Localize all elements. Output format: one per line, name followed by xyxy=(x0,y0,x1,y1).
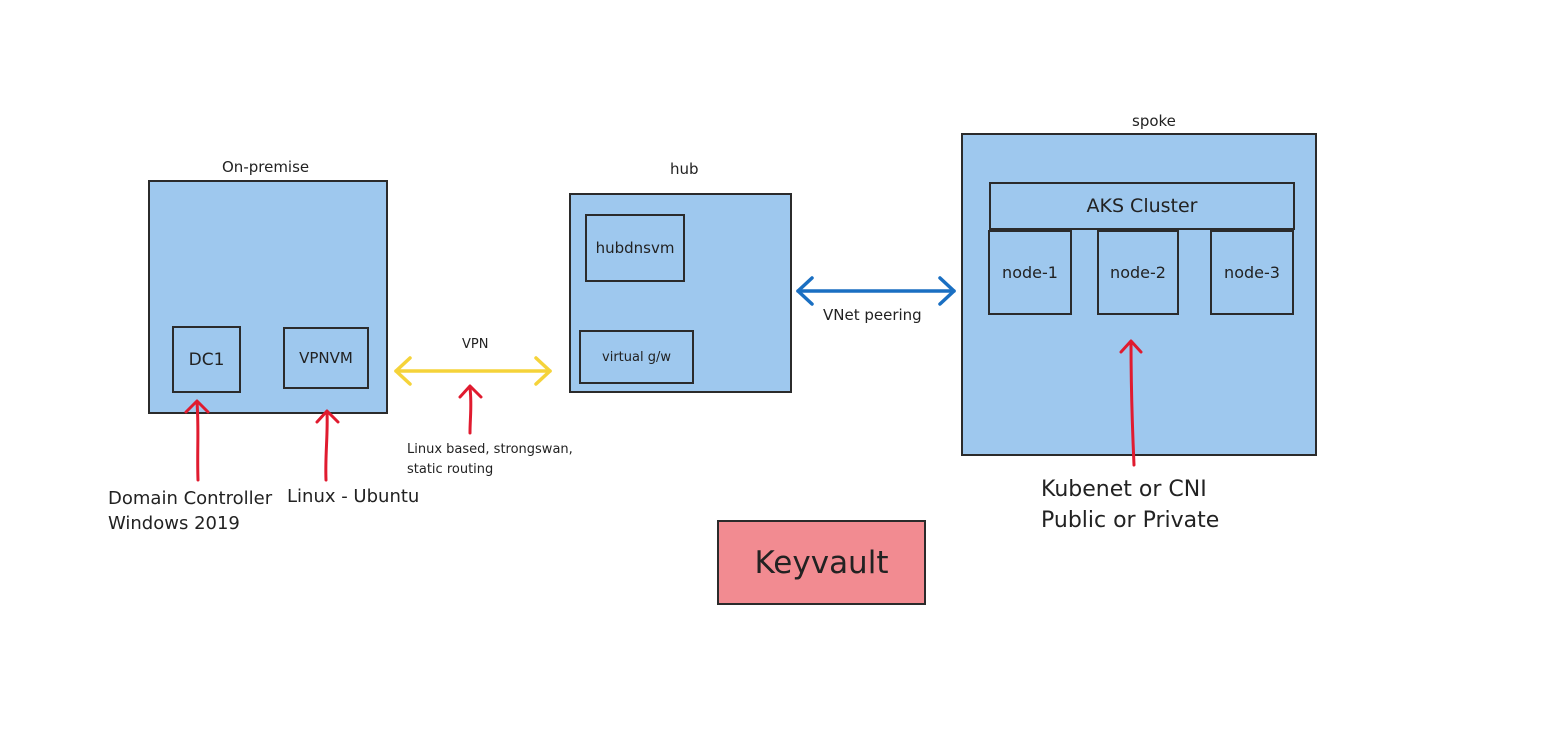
vpn-note: Linux based, strongswan, static routing xyxy=(407,440,573,480)
vpnvm-callout-arrow xyxy=(315,409,340,482)
aks-cluster[interactable]: AKS Cluster xyxy=(989,182,1295,230)
dc1-note: Domain Controller Windows 2019 xyxy=(108,486,272,536)
hubdnsvm[interactable]: hubdnsvm xyxy=(585,214,685,282)
note-line: Domain Controller xyxy=(108,488,273,509)
note-line: Windows 2019 xyxy=(108,513,240,534)
vpn-callout-arrow xyxy=(458,384,483,435)
note-line: static routing xyxy=(407,462,494,477)
dc1-vm[interactable]: DC1 xyxy=(172,326,241,393)
keyvault-box[interactable]: Keyvault xyxy=(717,520,926,605)
virtual-gateway[interactable]: virtual g/w xyxy=(579,330,694,384)
dc1-callout-arrow xyxy=(184,399,210,482)
hub-box[interactable] xyxy=(569,193,792,393)
vpn-arrow xyxy=(394,356,552,386)
peering-label: VNet peering xyxy=(823,306,922,324)
onprem-box[interactable] xyxy=(148,180,388,414)
node-label: node-3 xyxy=(1224,263,1280,282)
spoke-title: spoke xyxy=(1132,112,1176,130)
aks-node[interactable]: node-3 xyxy=(1210,230,1294,315)
aks-node[interactable]: node-1 xyxy=(988,230,1072,315)
note-line: Public or Private xyxy=(1041,508,1220,533)
node-label: node-2 xyxy=(1110,263,1166,282)
spoke-box[interactable] xyxy=(961,133,1317,456)
keyvault-label: Keyvault xyxy=(754,544,889,581)
node-label: node-1 xyxy=(1002,263,1058,282)
vpnvm-note: Linux - Ubuntu xyxy=(287,486,420,507)
vpnvm[interactable]: VPNVM xyxy=(283,327,369,389)
aks-cluster-label: AKS Cluster xyxy=(1086,195,1198,217)
vpnvm-label: VPNVM xyxy=(299,349,353,367)
note-line: Linux based, strongswan, xyxy=(407,442,573,457)
virtual-gateway-label: virtual g/w xyxy=(602,349,671,365)
vpn-label: VPN xyxy=(462,337,489,352)
onprem-title: On-premise xyxy=(222,158,310,176)
peering-arrow xyxy=(796,276,956,306)
aks-node[interactable]: node-2 xyxy=(1097,230,1179,315)
hubdnsvm-label: hubdnsvm xyxy=(595,239,675,257)
hub-title: hub xyxy=(670,160,699,178)
dc1-label: DC1 xyxy=(188,349,225,370)
aks-note: Kubenet or CNI Public or Private xyxy=(1041,474,1219,536)
aks-callout-arrow xyxy=(1119,339,1143,467)
note-line: Kubenet or CNI xyxy=(1041,477,1207,502)
